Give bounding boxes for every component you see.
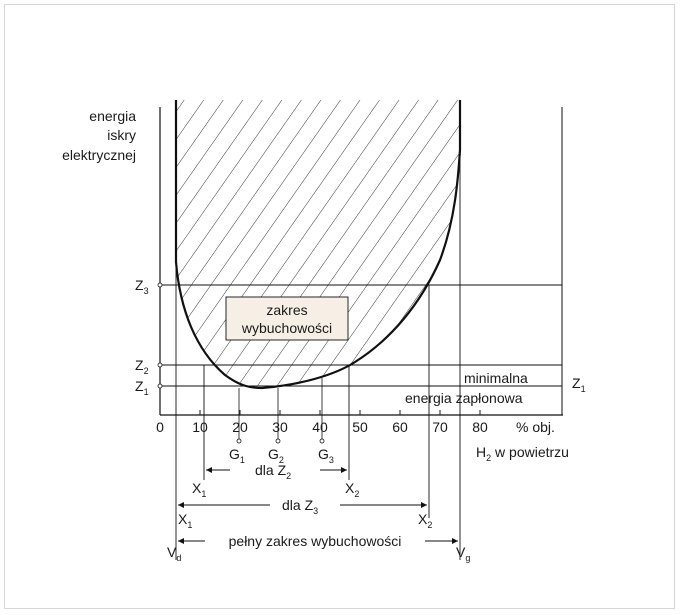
g1-dot: [236, 438, 242, 444]
x-tick-50: 50: [352, 419, 368, 435]
vg-label: Vg: [456, 544, 470, 563]
min-energy-label-line1: minimalna: [464, 370, 528, 386]
explosive-region-hatch: [176, 100, 460, 388]
range-z3-bg: [270, 497, 340, 514]
x-axis-unit: % obj.: [516, 419, 555, 435]
range-z2-bg: [230, 462, 320, 479]
full-range-label: pełny zakres wybuchowości: [229, 533, 402, 549]
z1-right-label: Z1: [572, 375, 586, 394]
x-tick-10: 10: [192, 419, 208, 435]
g1-label: G1: [229, 446, 245, 465]
y-axis-label-line1: energia: [89, 108, 136, 124]
z2-dot: [157, 362, 163, 368]
z1-label: Z1: [135, 378, 149, 397]
z2-label: Z2: [135, 357, 149, 376]
g2-label: G2: [268, 446, 284, 465]
x-tick-80: 80: [472, 419, 488, 435]
g3-label: G3: [318, 446, 334, 465]
range-z2-label: dla Z2: [255, 462, 291, 481]
x1-z3-label: X1: [178, 511, 192, 530]
region-label-box: [225, 296, 349, 341]
z3-dot: [157, 282, 163, 288]
x-tick-0: 0: [156, 419, 164, 435]
x-tick-70: 70: [432, 419, 448, 435]
x-tick-40: 40: [312, 419, 328, 435]
x1-z2-label: X1: [192, 480, 206, 499]
vd-label: Vd: [167, 544, 181, 563]
z1-dot: [157, 383, 163, 389]
x-tick-20: 20: [232, 419, 248, 435]
x2-z2-label: X2: [345, 480, 359, 499]
region-label-line2: wybuchowości: [241, 320, 332, 336]
x-axis-title: H2 w powietrzu: [476, 444, 569, 463]
x-tick-30: 30: [272, 419, 288, 435]
x-ticks: [199, 410, 481, 415]
y-axis-label-line3: elektrycznej: [62, 147, 136, 163]
range-z3-label: dla Z3: [282, 497, 318, 516]
y-axis-label-line2: iskry: [107, 127, 136, 143]
g3-dot: [319, 438, 325, 444]
x-tick-60: 60: [392, 419, 408, 435]
g2-dot: [275, 438, 281, 444]
ignition-boundary-curve: [174, 100, 462, 390]
x2-z3-label: X2: [418, 511, 432, 530]
region-label-line1: zakres: [266, 302, 307, 318]
z3-label: Z3: [135, 277, 149, 296]
full-range-bg: [205, 533, 425, 550]
min-energy-label-line2: energia zapłonowa: [405, 390, 523, 406]
